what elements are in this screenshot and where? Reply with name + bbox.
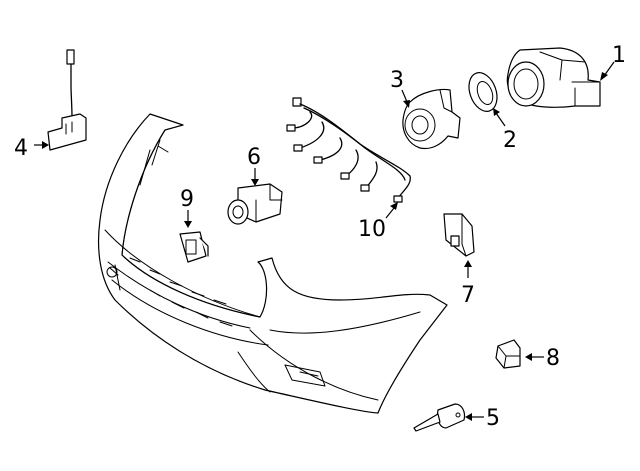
part-7-clip [443, 213, 475, 257]
callout-10: 10 [358, 217, 386, 242]
part-8-cap [495, 339, 521, 369]
part-6-connector [227, 183, 283, 225]
part-5-stud [413, 403, 466, 432]
callout-6: 6 [247, 145, 261, 170]
part-3-sensor-bracket [402, 88, 461, 150]
part-1-parking-sensor [506, 47, 601, 108]
callout-2: 2 [503, 128, 517, 153]
callout-4: 4 [14, 136, 28, 161]
callout-9: 9 [180, 187, 194, 212]
part-10-wiring-harness [286, 97, 411, 203]
part-2-sensor-ring [468, 72, 498, 112]
callout-1: 1 [612, 43, 626, 68]
callout-5: 5 [486, 406, 500, 431]
part-9-module [179, 231, 209, 263]
callout-3: 3 [390, 68, 404, 93]
part-4-bracket-with-cable [47, 49, 87, 151]
bumper-cover [97, 113, 448, 414]
callout-8: 8 [546, 346, 560, 371]
callout-7: 7 [461, 283, 475, 308]
